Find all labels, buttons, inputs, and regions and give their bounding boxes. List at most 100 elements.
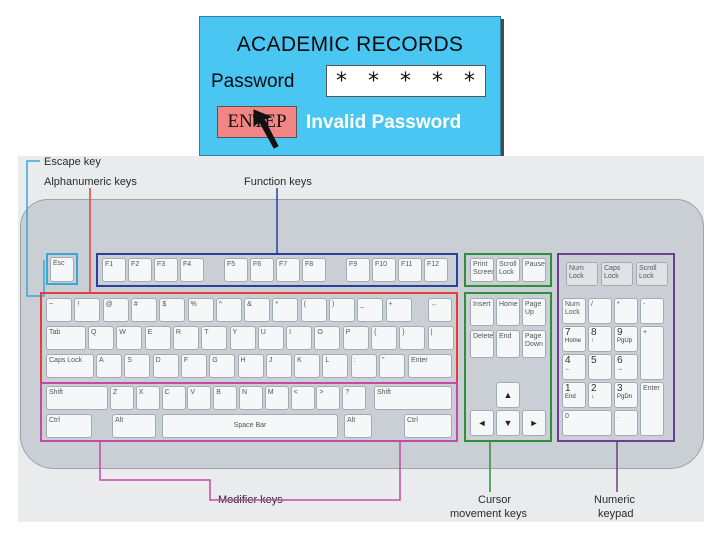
key-arrow-right[interactable]: ► (522, 410, 546, 436)
key-space-bar[interactable]: Space Bar (162, 414, 338, 438)
key-numpad-zero[interactable]: 0 (562, 410, 612, 436)
key-number-row[interactable]: ) (329, 298, 355, 322)
key-letter[interactable]: Q (88, 326, 114, 350)
key-nav-top-1[interactable]: Home (496, 298, 520, 326)
key-f5[interactable]: F5 (224, 258, 248, 282)
key-letter[interactable]: > (316, 386, 341, 410)
key-numpad-digit[interactable]: 8↑ (588, 326, 612, 352)
key-numpad-top-3[interactable]: - (640, 298, 664, 324)
key-arrow-left[interactable]: ◄ (470, 410, 494, 436)
key-number-row[interactable]: ! (74, 298, 101, 322)
key-caps-lock[interactable]: Caps Lock (46, 354, 94, 378)
key-numpad-top-0[interactable]: Num Lock (562, 298, 586, 324)
key-number-row[interactable]: * (272, 298, 299, 322)
key-system-0[interactable]: Print Screen (470, 258, 494, 282)
key-letter[interactable]: ? (342, 386, 367, 410)
key-f8[interactable]: F8 (302, 258, 326, 282)
key-number-row[interactable]: _ (357, 298, 384, 322)
key-letter[interactable]: : (350, 354, 377, 378)
password-field[interactable]: * * * * * (326, 65, 486, 97)
key-number-row[interactable]: % (187, 298, 214, 322)
key-left-alt[interactable]: Alt (112, 414, 156, 438)
key-f9[interactable]: F9 (346, 258, 370, 282)
key-backspace[interactable]: ← (428, 298, 452, 322)
key-nav-bottom-1[interactable]: End (496, 330, 520, 358)
key-system-2[interactable]: Pause (522, 258, 546, 282)
key-number-row[interactable]: + (385, 298, 412, 322)
key-f10[interactable]: F10 (372, 258, 396, 282)
key-letter[interactable]: K (294, 354, 321, 378)
key-letter[interactable]: O (314, 326, 341, 350)
key-letter[interactable]: C (161, 386, 186, 410)
key-esc[interactable]: Esc (50, 257, 74, 282)
key-nav-bottom-0[interactable]: Delete (470, 330, 494, 358)
key-left-ctrl[interactable]: Ctrl (46, 414, 92, 438)
key-left-shift[interactable]: Shift (46, 386, 108, 410)
key-right-shift[interactable]: Shift (374, 386, 452, 410)
key-f6[interactable]: F6 (250, 258, 274, 282)
key-letter[interactable]: U (257, 326, 284, 350)
key-letter[interactable]: M (264, 386, 289, 410)
key-letter[interactable]: Z (110, 386, 134, 410)
key-f2[interactable]: F2 (128, 258, 152, 282)
key-letter[interactable]: G (209, 354, 236, 378)
key-numpad-top-1[interactable]: / (588, 298, 612, 324)
key-number-row[interactable]: ~ (46, 298, 72, 322)
key-letter[interactable]: | (427, 326, 454, 350)
key-system-1[interactable]: Scroll Lock (496, 258, 520, 282)
key-numpad-digit[interactable]: 4← (562, 354, 586, 380)
key-enter[interactable]: Enter (408, 354, 452, 378)
key-number-row[interactable]: ^ (215, 298, 242, 322)
key-letter[interactable]: " (379, 354, 405, 378)
key-letter[interactable]: L (322, 354, 349, 378)
key-nav-bottom-2[interactable]: Page Down (522, 330, 546, 358)
key-letter[interactable]: Y (229, 326, 256, 350)
key-letter[interactable]: } (399, 326, 426, 350)
key-f1[interactable]: F1 (102, 258, 126, 282)
key-numpad-enter[interactable]: Enter (640, 382, 664, 436)
key-letter[interactable]: W (116, 326, 143, 350)
key-number-row[interactable]: & (244, 298, 271, 322)
key-right-ctrl[interactable]: Ctrl (404, 414, 452, 438)
key-letter[interactable]: S (124, 354, 151, 378)
key-letter[interactable]: F (180, 354, 207, 378)
key-tab[interactable]: Tab (46, 326, 86, 350)
key-letter[interactable]: B (213, 386, 238, 410)
key-letter[interactable]: A (96, 354, 122, 378)
key-letter[interactable]: D (152, 354, 179, 378)
key-number-row[interactable]: @ (102, 298, 129, 322)
key-numpad-dot[interactable]: . (614, 410, 638, 436)
key-letter[interactable]: T (201, 326, 228, 350)
key-letter[interactable]: X (135, 386, 160, 410)
key-f3[interactable]: F3 (154, 258, 178, 282)
key-nav-top-0[interactable]: Insert (470, 298, 494, 326)
key-letter[interactable]: { (371, 326, 397, 350)
key-right-alt[interactable]: Alt (344, 414, 372, 438)
key-f7[interactable]: F7 (276, 258, 300, 282)
key-arrow-up[interactable]: ▲ (496, 382, 520, 408)
key-letter[interactable]: V (187, 386, 212, 410)
key-numpad-digit[interactable]: 6→ (614, 354, 638, 380)
key-number-row[interactable]: ( (300, 298, 327, 322)
key-letter[interactable]: R (172, 326, 199, 350)
key-number-row[interactable]: # (130, 298, 157, 322)
key-letter[interactable]: E (144, 326, 171, 350)
key-letter[interactable]: N (239, 386, 263, 410)
key-letter[interactable]: H (237, 354, 264, 378)
key-letter[interactable]: P (342, 326, 369, 350)
key-letter[interactable]: < (290, 386, 315, 410)
key-numpad-digit[interactable]: 2↓ (588, 382, 612, 408)
key-letter[interactable]: J (265, 354, 292, 378)
key-arrow-down[interactable]: ▼ (496, 410, 520, 436)
key-f4[interactable]: F4 (180, 258, 204, 282)
key-nav-top-2[interactable]: Page Up (522, 298, 546, 326)
key-numpad-plus[interactable]: + (640, 326, 664, 380)
key-numpad-digit[interactable]: 5 (588, 354, 612, 380)
key-number-row[interactable]: $ (159, 298, 186, 322)
key-letter[interactable]: I (286, 326, 313, 350)
key-numpad-top-2[interactable]: * (614, 298, 638, 324)
